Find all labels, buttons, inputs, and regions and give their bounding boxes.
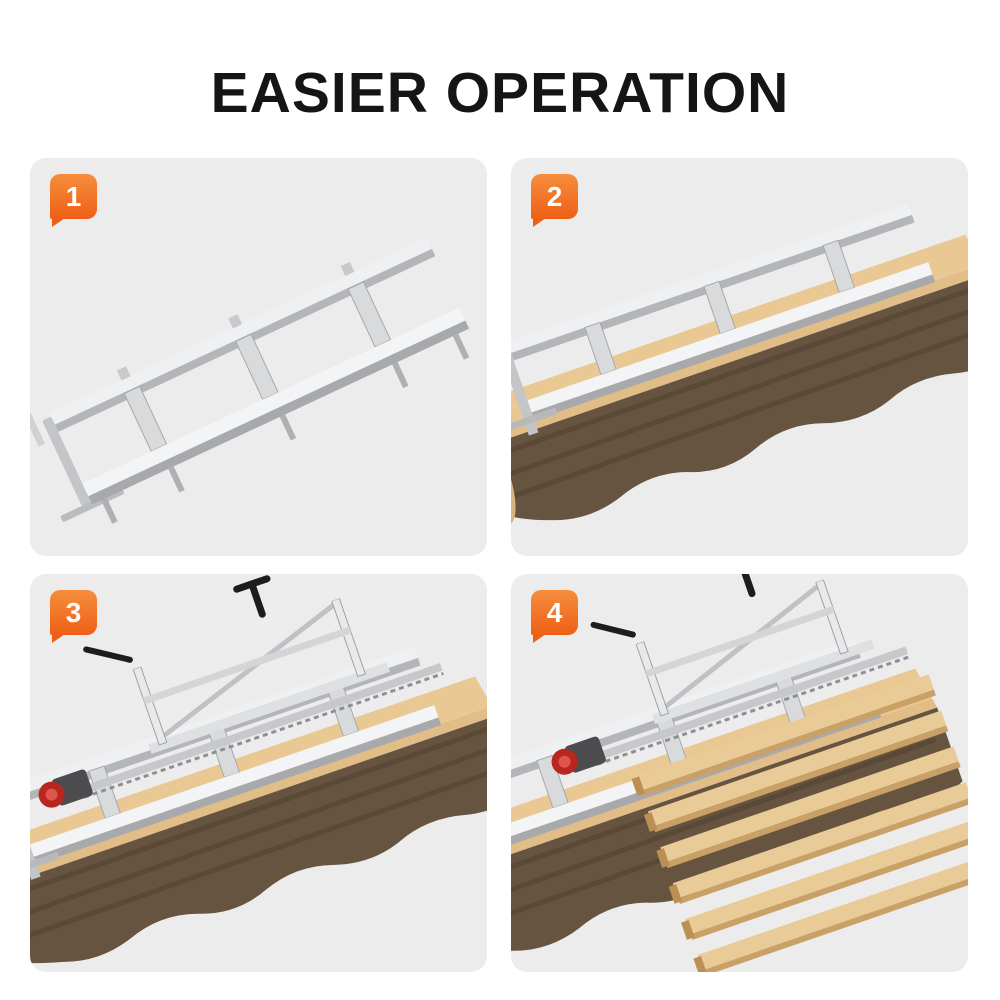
guide-rail-on-log-illustration <box>511 203 968 526</box>
step-number: 4 <box>546 596 563 628</box>
step-badge-2: 2 <box>531 174 578 227</box>
step-number: 1 <box>65 180 82 212</box>
step-number: 2 <box>546 180 563 212</box>
step-panel-3: 3 <box>30 574 487 972</box>
page-title: EASIER OPERATION <box>210 61 790 125</box>
step-badge-4: 4 <box>531 590 578 643</box>
step-panel-1: 1 <box>30 158 487 556</box>
step-number: 3 <box>65 596 82 628</box>
step-badge-3: 3 <box>50 590 97 643</box>
step-panel-2: 2 <box>511 158 968 556</box>
guide-rail-assembly-illustration <box>30 237 470 524</box>
step-panel-4: 4 <box>511 574 968 972</box>
chainsaw-mill-on-rail-illustration <box>30 574 487 964</box>
milled-planks-illustration <box>511 574 968 972</box>
step-badge-1: 1 <box>50 174 97 227</box>
